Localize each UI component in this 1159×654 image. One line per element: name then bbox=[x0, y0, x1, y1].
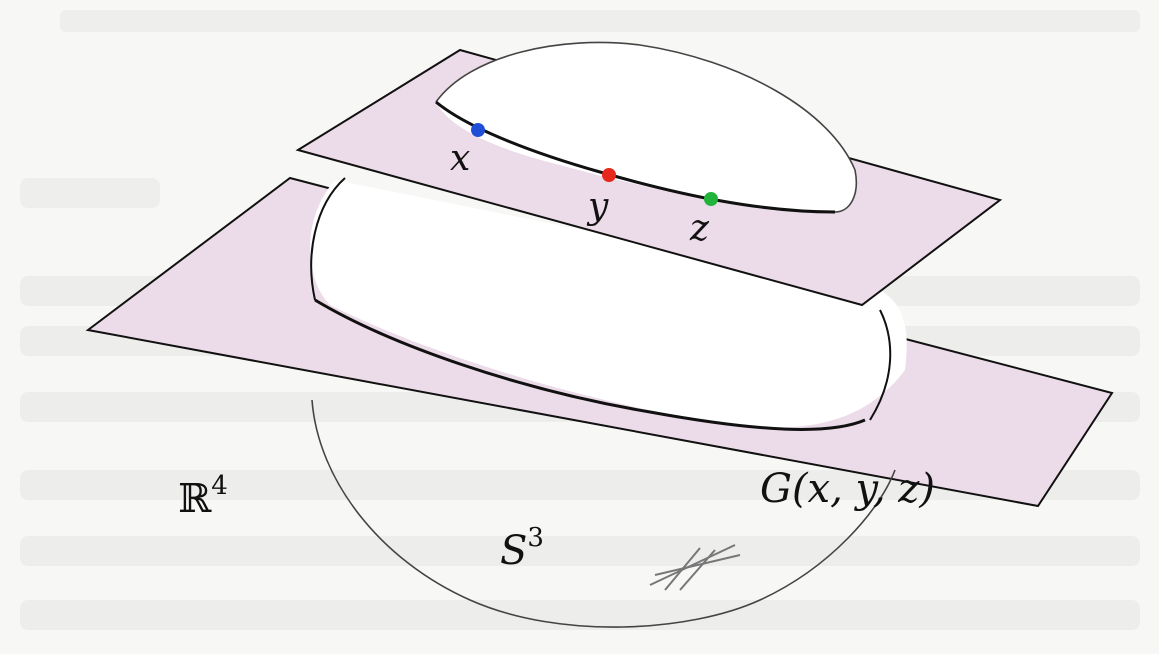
point-x-dot bbox=[471, 123, 485, 137]
label-plane: G(x, y, z) bbox=[760, 466, 935, 512]
label-sphere: S3 bbox=[500, 523, 544, 574]
label-y: y bbox=[586, 186, 609, 227]
label-ambient-exp: 4 bbox=[211, 471, 228, 501]
sphere-middle-body bbox=[310, 177, 907, 431]
label-z: z bbox=[689, 208, 710, 249]
point-y-dot bbox=[602, 168, 616, 182]
label-sphere-exp: 3 bbox=[527, 523, 544, 553]
hatch-mark bbox=[649, 544, 741, 591]
sphere-bottom-cap bbox=[311, 399, 896, 628]
label-ambient-base: ℝ bbox=[178, 476, 212, 522]
labels: x y z ℝ4 S3 G(x, y, z) bbox=[178, 138, 935, 574]
label-sphere-base: S bbox=[500, 528, 527, 574]
colored-points bbox=[471, 123, 718, 206]
label-ambient-space: ℝ4 bbox=[178, 471, 228, 522]
label-x: x bbox=[450, 138, 470, 179]
point-z-dot bbox=[704, 192, 718, 206]
